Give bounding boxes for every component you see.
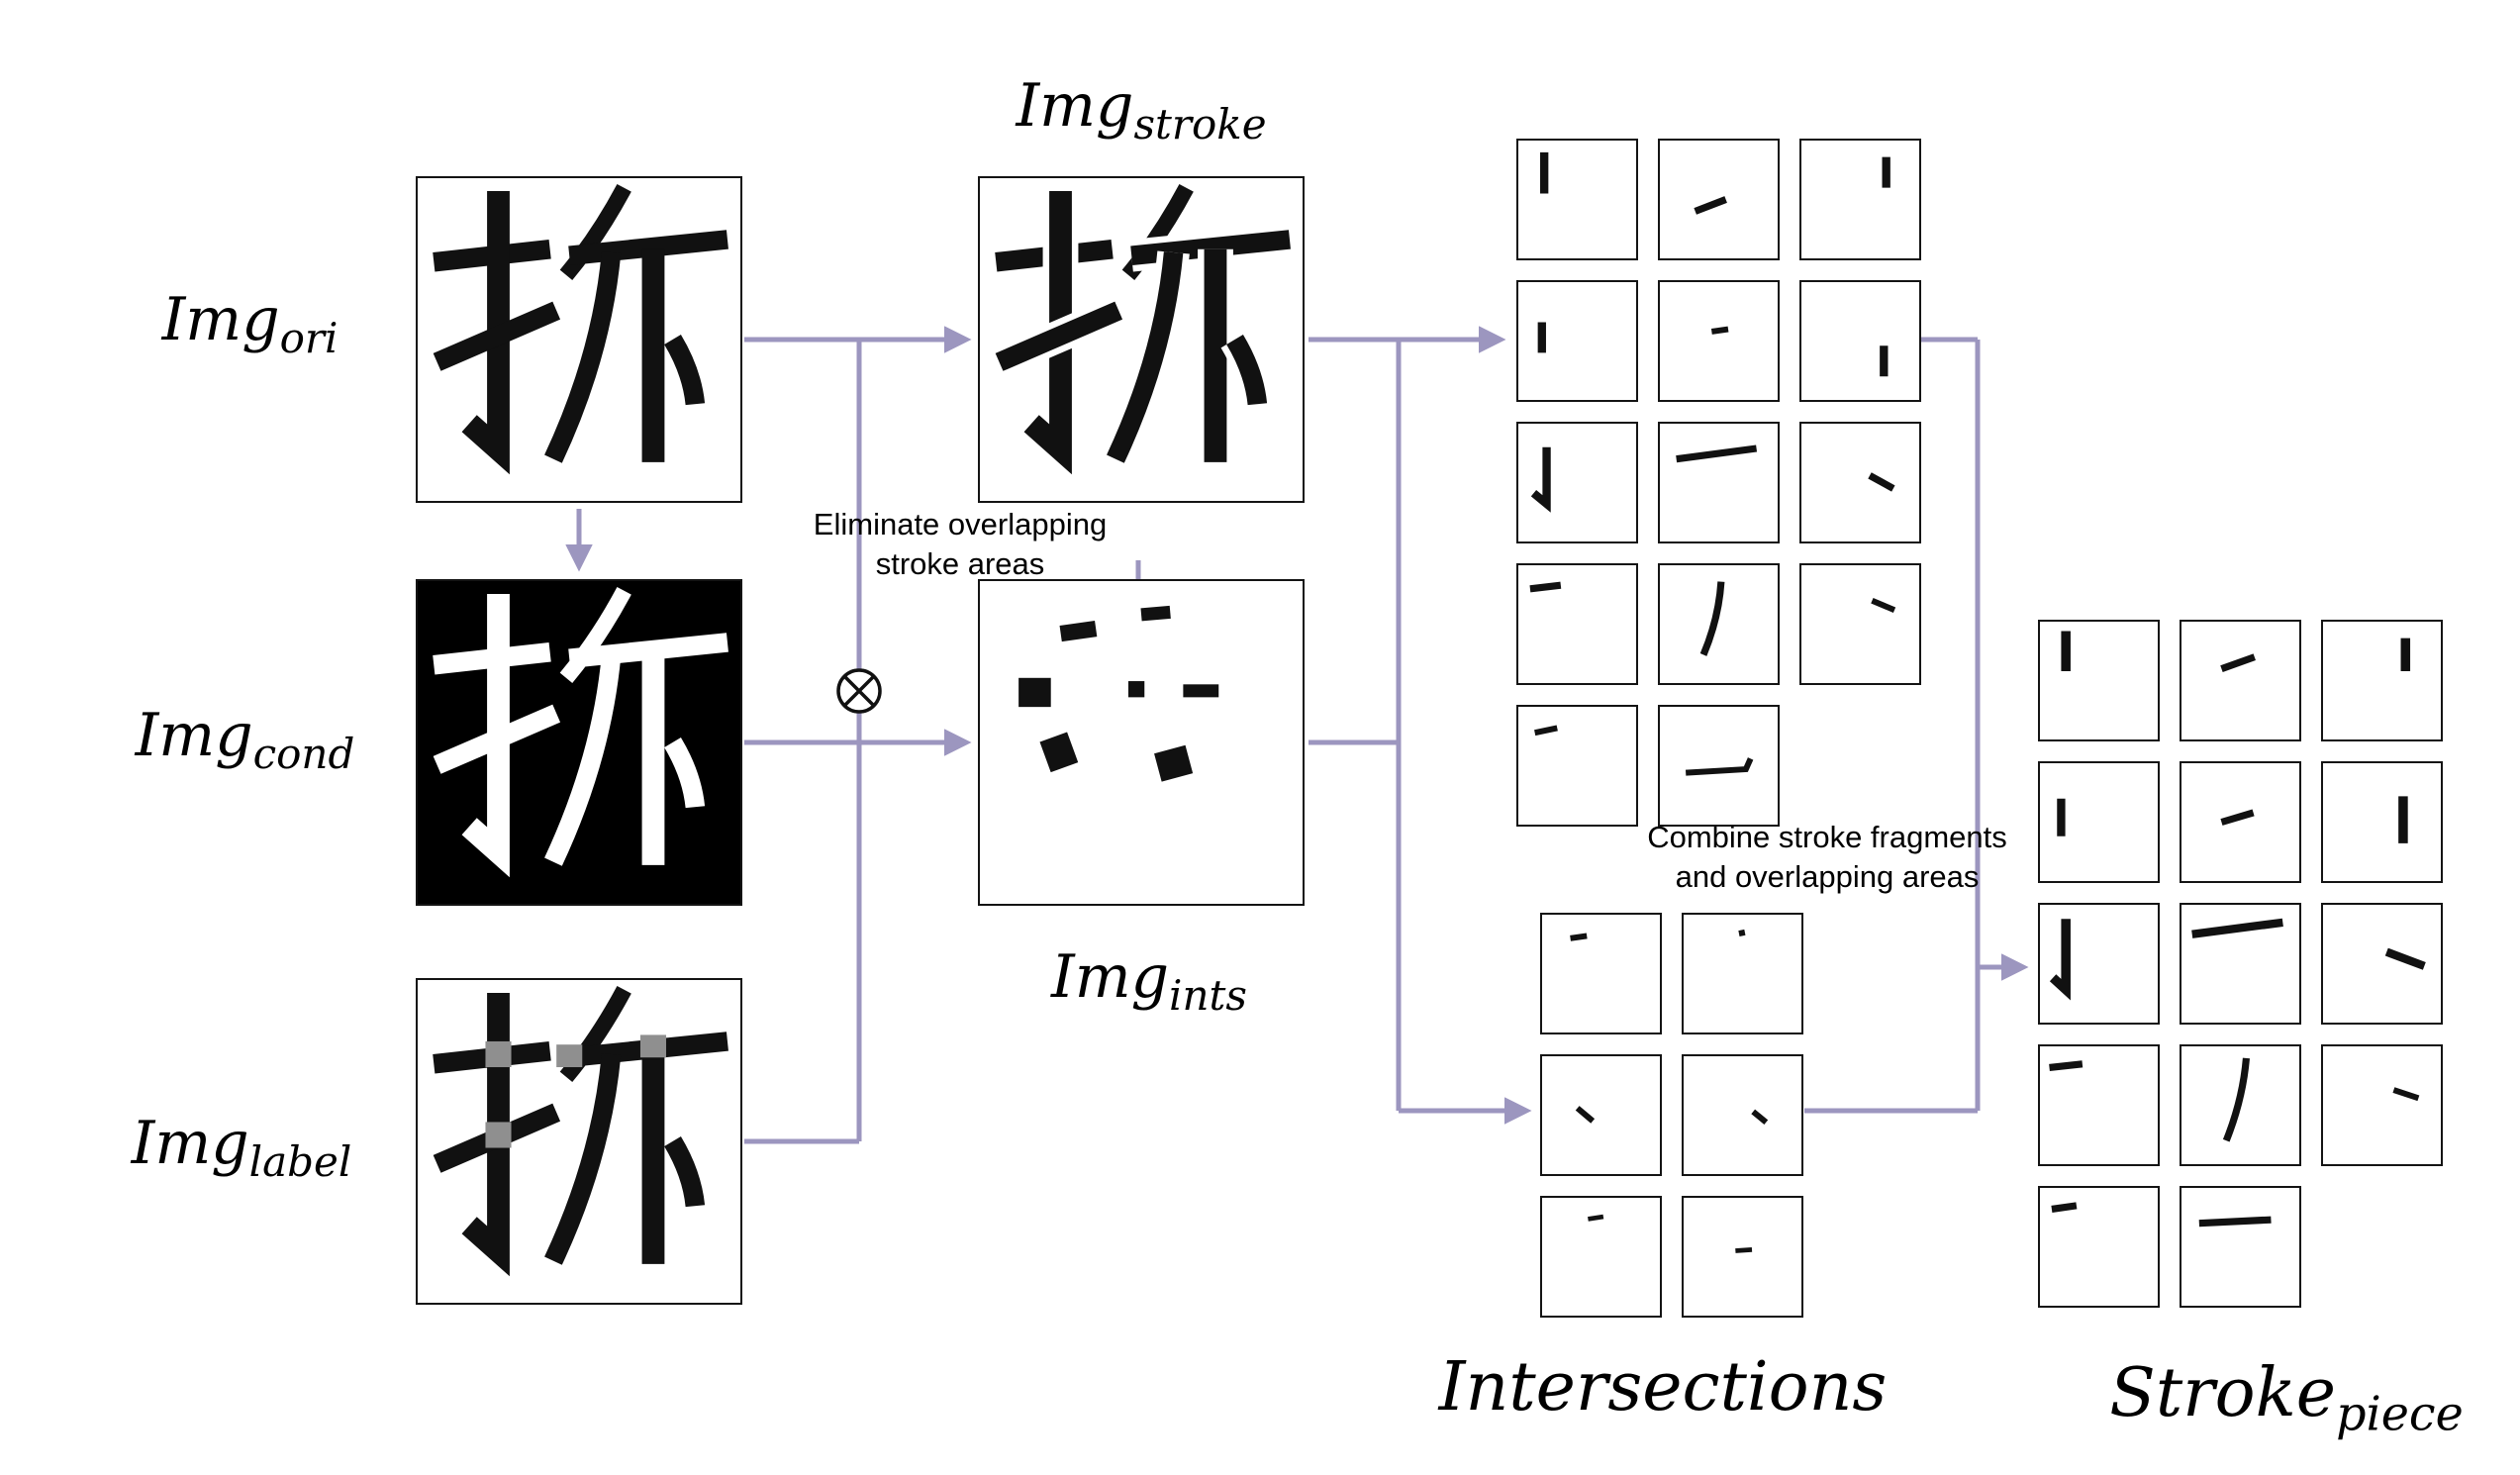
img-label-label-sub: label xyxy=(248,1137,352,1186)
img-ints-box xyxy=(978,579,1305,906)
stroke-piece-cell xyxy=(2180,620,2301,741)
img-ints-label: Imgints xyxy=(993,942,1306,1020)
stroke-fragment-cell xyxy=(1799,563,1921,685)
stroke-fragment-cell xyxy=(1516,422,1638,543)
stroke-piece-label: Strokepiece xyxy=(2079,1354,2494,1442)
combine-annotation-line2: and overlapping areas xyxy=(1675,859,1980,894)
img-ori-box xyxy=(416,176,742,503)
stroke-fragments-grid xyxy=(1516,139,1921,827)
img-cond-label-base: Img xyxy=(135,701,253,770)
stroke-piece-cell xyxy=(2321,903,2443,1025)
stroke-piece-cell xyxy=(2321,620,2443,741)
img-ints-label-base: Img xyxy=(1051,942,1170,1012)
stroke-piece-cell xyxy=(2038,761,2160,883)
stroke-piece-cell xyxy=(2321,761,2443,883)
intersections-label: Intersections xyxy=(1425,1348,1900,1426)
stroke-piece-cell xyxy=(2038,1186,2160,1308)
intersection-cell xyxy=(1540,913,1662,1034)
eliminate-annotation: Eliminate overlapping stroke areas xyxy=(782,505,1138,584)
intersections-label-base: Intersections xyxy=(1438,1348,1888,1426)
stroke-fragment-cell xyxy=(1658,139,1780,260)
stroke-fragment-cell xyxy=(1799,280,1921,402)
img-stroke-glyph xyxy=(993,180,1292,489)
stroke-fragment-cell xyxy=(1516,139,1638,260)
intersection-cell xyxy=(1540,1054,1662,1176)
intersection-cell xyxy=(1682,913,1803,1034)
img-ori-label-sub: ori xyxy=(279,314,339,362)
img-stroke-box xyxy=(978,176,1305,503)
img-label-glyph xyxy=(433,985,728,1277)
stroke-fragment-cell xyxy=(1516,280,1638,402)
img-ints-glyph xyxy=(1018,605,1219,782)
img-ori-glyph xyxy=(433,183,728,475)
img-cond-glyph xyxy=(433,586,728,878)
img-cond-box xyxy=(416,579,742,906)
stroke-piece-grid xyxy=(2038,620,2443,1308)
img-cond-label: Imgcond xyxy=(99,701,391,778)
img-stroke-label: Imgstroke xyxy=(978,71,1305,148)
combine-annotation: Combine stroke fragments and overlapping… xyxy=(1613,818,2041,897)
img-ints-label-sub: ints xyxy=(1169,971,1247,1020)
stroke-piece-cell xyxy=(2180,903,2301,1025)
stroke-piece-cell xyxy=(2180,1044,2301,1166)
stroke-fragment-cell xyxy=(1516,705,1638,827)
eliminate-annotation-line1: Eliminate overlapping xyxy=(813,507,1108,541)
stroke-piece-cell xyxy=(2038,1044,2160,1166)
img-label-label-base: Img xyxy=(131,1109,249,1178)
img-ori-label: Imgori xyxy=(119,285,381,362)
img-label-label: Imglabel xyxy=(89,1109,394,1186)
stroke-fragment-cell xyxy=(1658,422,1780,543)
stroke-piece-label-base: Stroke xyxy=(2109,1354,2337,1432)
img-label-box xyxy=(416,978,742,1305)
img-cond-label-sub: cond xyxy=(252,730,355,778)
stroke-fragment-cell xyxy=(1799,139,1921,260)
stroke-piece-cell xyxy=(2038,620,2160,741)
stroke-piece-cell xyxy=(2180,761,2301,883)
stroke-piece-cell xyxy=(2180,1186,2301,1308)
stroke-fragment-cell xyxy=(1658,280,1780,402)
intersection-cell xyxy=(1682,1054,1803,1176)
intersection-cell xyxy=(1682,1196,1803,1318)
img-stroke-label-base: Img xyxy=(1016,71,1134,141)
stroke-piece-cell xyxy=(2038,903,2160,1025)
flow-lines xyxy=(565,326,2029,1144)
stroke-fragment-cell xyxy=(1658,563,1780,685)
img-stroke-label-sub: stroke xyxy=(1133,100,1267,148)
eliminate-annotation-line2: stroke areas xyxy=(875,546,1045,581)
otimes-operator-icon xyxy=(836,668,882,714)
stroke-fragment-cell xyxy=(1516,563,1638,685)
stroke-piece-cell xyxy=(2321,1044,2443,1166)
intersections-grid xyxy=(1540,913,1803,1318)
intersection-cell xyxy=(1540,1196,1662,1318)
stroke-fragment-cell xyxy=(1658,705,1780,827)
stroke-piece-label-sub: piece xyxy=(2336,1387,2464,1442)
stroke-fragment-cell xyxy=(1799,422,1921,543)
img-ori-label-base: Img xyxy=(161,285,280,354)
